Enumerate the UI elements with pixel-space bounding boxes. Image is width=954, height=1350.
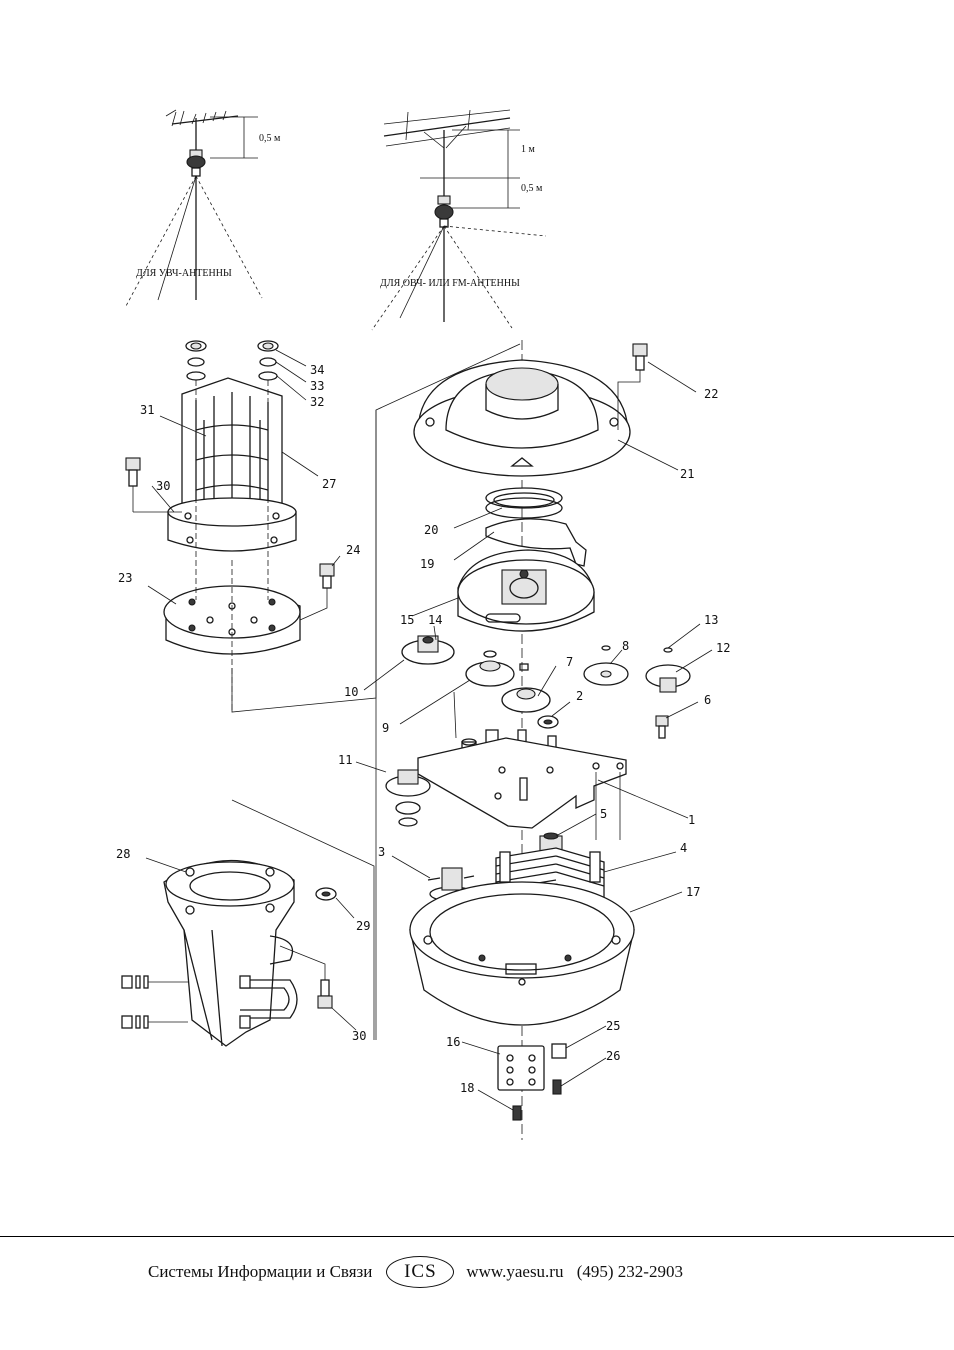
base-flange <box>168 498 296 551</box>
part-label-25: 25 <box>606 1019 620 1033</box>
part-label-19: 19 <box>420 557 434 571</box>
terminal-board-16 <box>498 1046 544 1090</box>
gear-9 <box>466 651 514 686</box>
gear-11 <box>386 770 430 826</box>
part-label-14: 14 <box>428 613 442 627</box>
part-label-26: 26 <box>606 1049 620 1063</box>
part-label-34: 34 <box>310 363 324 377</box>
vhf-fm-caption: ДЛЯ ОВЧ- ИЛИ FM-АНТЕННЫ <box>380 278 520 289</box>
part-label-9: 9 <box>382 721 389 735</box>
uhf-rotator <box>187 150 205 176</box>
part-label-17: 17 <box>686 885 700 899</box>
chassis-plate-1 <box>418 738 626 840</box>
spacer-2 <box>538 716 558 728</box>
part-label-32: 32 <box>310 395 324 409</box>
lower-housing-17 <box>410 882 634 1025</box>
part-label-31: 31 <box>140 403 154 417</box>
part-label-33: 33 <box>310 379 324 393</box>
rotator-housing-assembly <box>376 340 690 1140</box>
part-label-10: 10 <box>344 685 358 699</box>
vhf-fm-antenna-installation: 1 м 0,5 м ДЛЯ ОВЧ- ИЛИ FM-АНТЕННЫ <box>372 110 546 330</box>
screw-6 <box>656 716 668 738</box>
website-link[interactable]: www.yaesu.ru <box>466 1262 563 1281</box>
part-label-20: 20 <box>424 523 438 537</box>
part-label-1: 1 <box>688 813 695 827</box>
part-label-24: 24 <box>346 543 360 557</box>
footer-divider <box>0 1236 954 1237</box>
phone-number: (495) 232-2903 <box>577 1262 683 1281</box>
part-label-28: 28 <box>116 847 130 861</box>
part-label-7: 7 <box>566 655 573 669</box>
uhf-caption: ДЛЯ УВЧ-АНТЕННЫ <box>136 268 232 279</box>
part-label-4: 4 <box>680 841 687 855</box>
part-label-23: 23 <box>118 571 132 585</box>
mast-bracket-assembly <box>122 800 374 1046</box>
part-label-13: 13 <box>704 613 718 627</box>
bolt-30-upper <box>126 458 182 512</box>
part-25 <box>552 1044 566 1058</box>
part-label-3: 3 <box>378 845 385 859</box>
ring-gear-15 <box>458 550 594 631</box>
bolt-24 <box>300 564 334 620</box>
part-label-27: 27 <box>322 477 336 491</box>
part-label-29: 29 <box>356 919 370 933</box>
bolt-30-lower <box>280 946 332 1008</box>
gear-14 <box>402 636 454 664</box>
bearing-ring-20 <box>486 488 562 518</box>
contact-info: www.yaesu.ru (495) 232-2903 <box>466 1262 692 1282</box>
screw-26 <box>553 1080 561 1094</box>
uhf-antenna-installation: 0,5 м ДЛЯ УВЧ-АНТЕННЫ <box>126 110 281 306</box>
part-label-11: 11 <box>338 753 352 767</box>
uhf-dimension-marker: 0,5 м <box>210 117 281 158</box>
lock-washer-33 <box>188 358 276 366</box>
gear-12 <box>646 648 690 692</box>
vhf-upper-dimension-label: 1 м <box>521 144 536 155</box>
part-label-8: 8 <box>622 639 629 653</box>
part-label-6: 6 <box>704 693 711 707</box>
ics-logo: ICS <box>386 1256 454 1288</box>
spacer-29 <box>316 888 336 900</box>
nut-34 <box>186 341 278 351</box>
footer: Системы Информации и Связи ICS www.yaesu… <box>148 1255 692 1289</box>
uhf-antenna-elements <box>166 110 238 126</box>
part-label-30-upper: 30 <box>156 479 170 493</box>
vhf-antenna-elements <box>384 110 510 148</box>
screw-18 <box>513 1106 521 1120</box>
part-label-16: 16 <box>446 1035 460 1049</box>
part-label-21: 21 <box>680 467 694 481</box>
vhf-rotator <box>435 196 453 227</box>
uhf-guy-wires <box>126 176 262 306</box>
part-label-12: 12 <box>716 641 730 655</box>
company-name: Системы Информации и Связи <box>148 1262 372 1282</box>
uhf-dimension-label: 0,5 м <box>259 133 281 144</box>
part-label-22: 22 <box>704 387 718 401</box>
part-label-15: 15 <box>400 613 414 627</box>
part-label-18: 18 <box>460 1081 474 1095</box>
part-label-30-lower: 30 <box>352 1029 366 1043</box>
vhf-lower-dimension-label: 0,5 м <box>521 183 543 194</box>
part-label-2: 2 <box>576 689 583 703</box>
part-label-5: 5 <box>600 807 607 821</box>
